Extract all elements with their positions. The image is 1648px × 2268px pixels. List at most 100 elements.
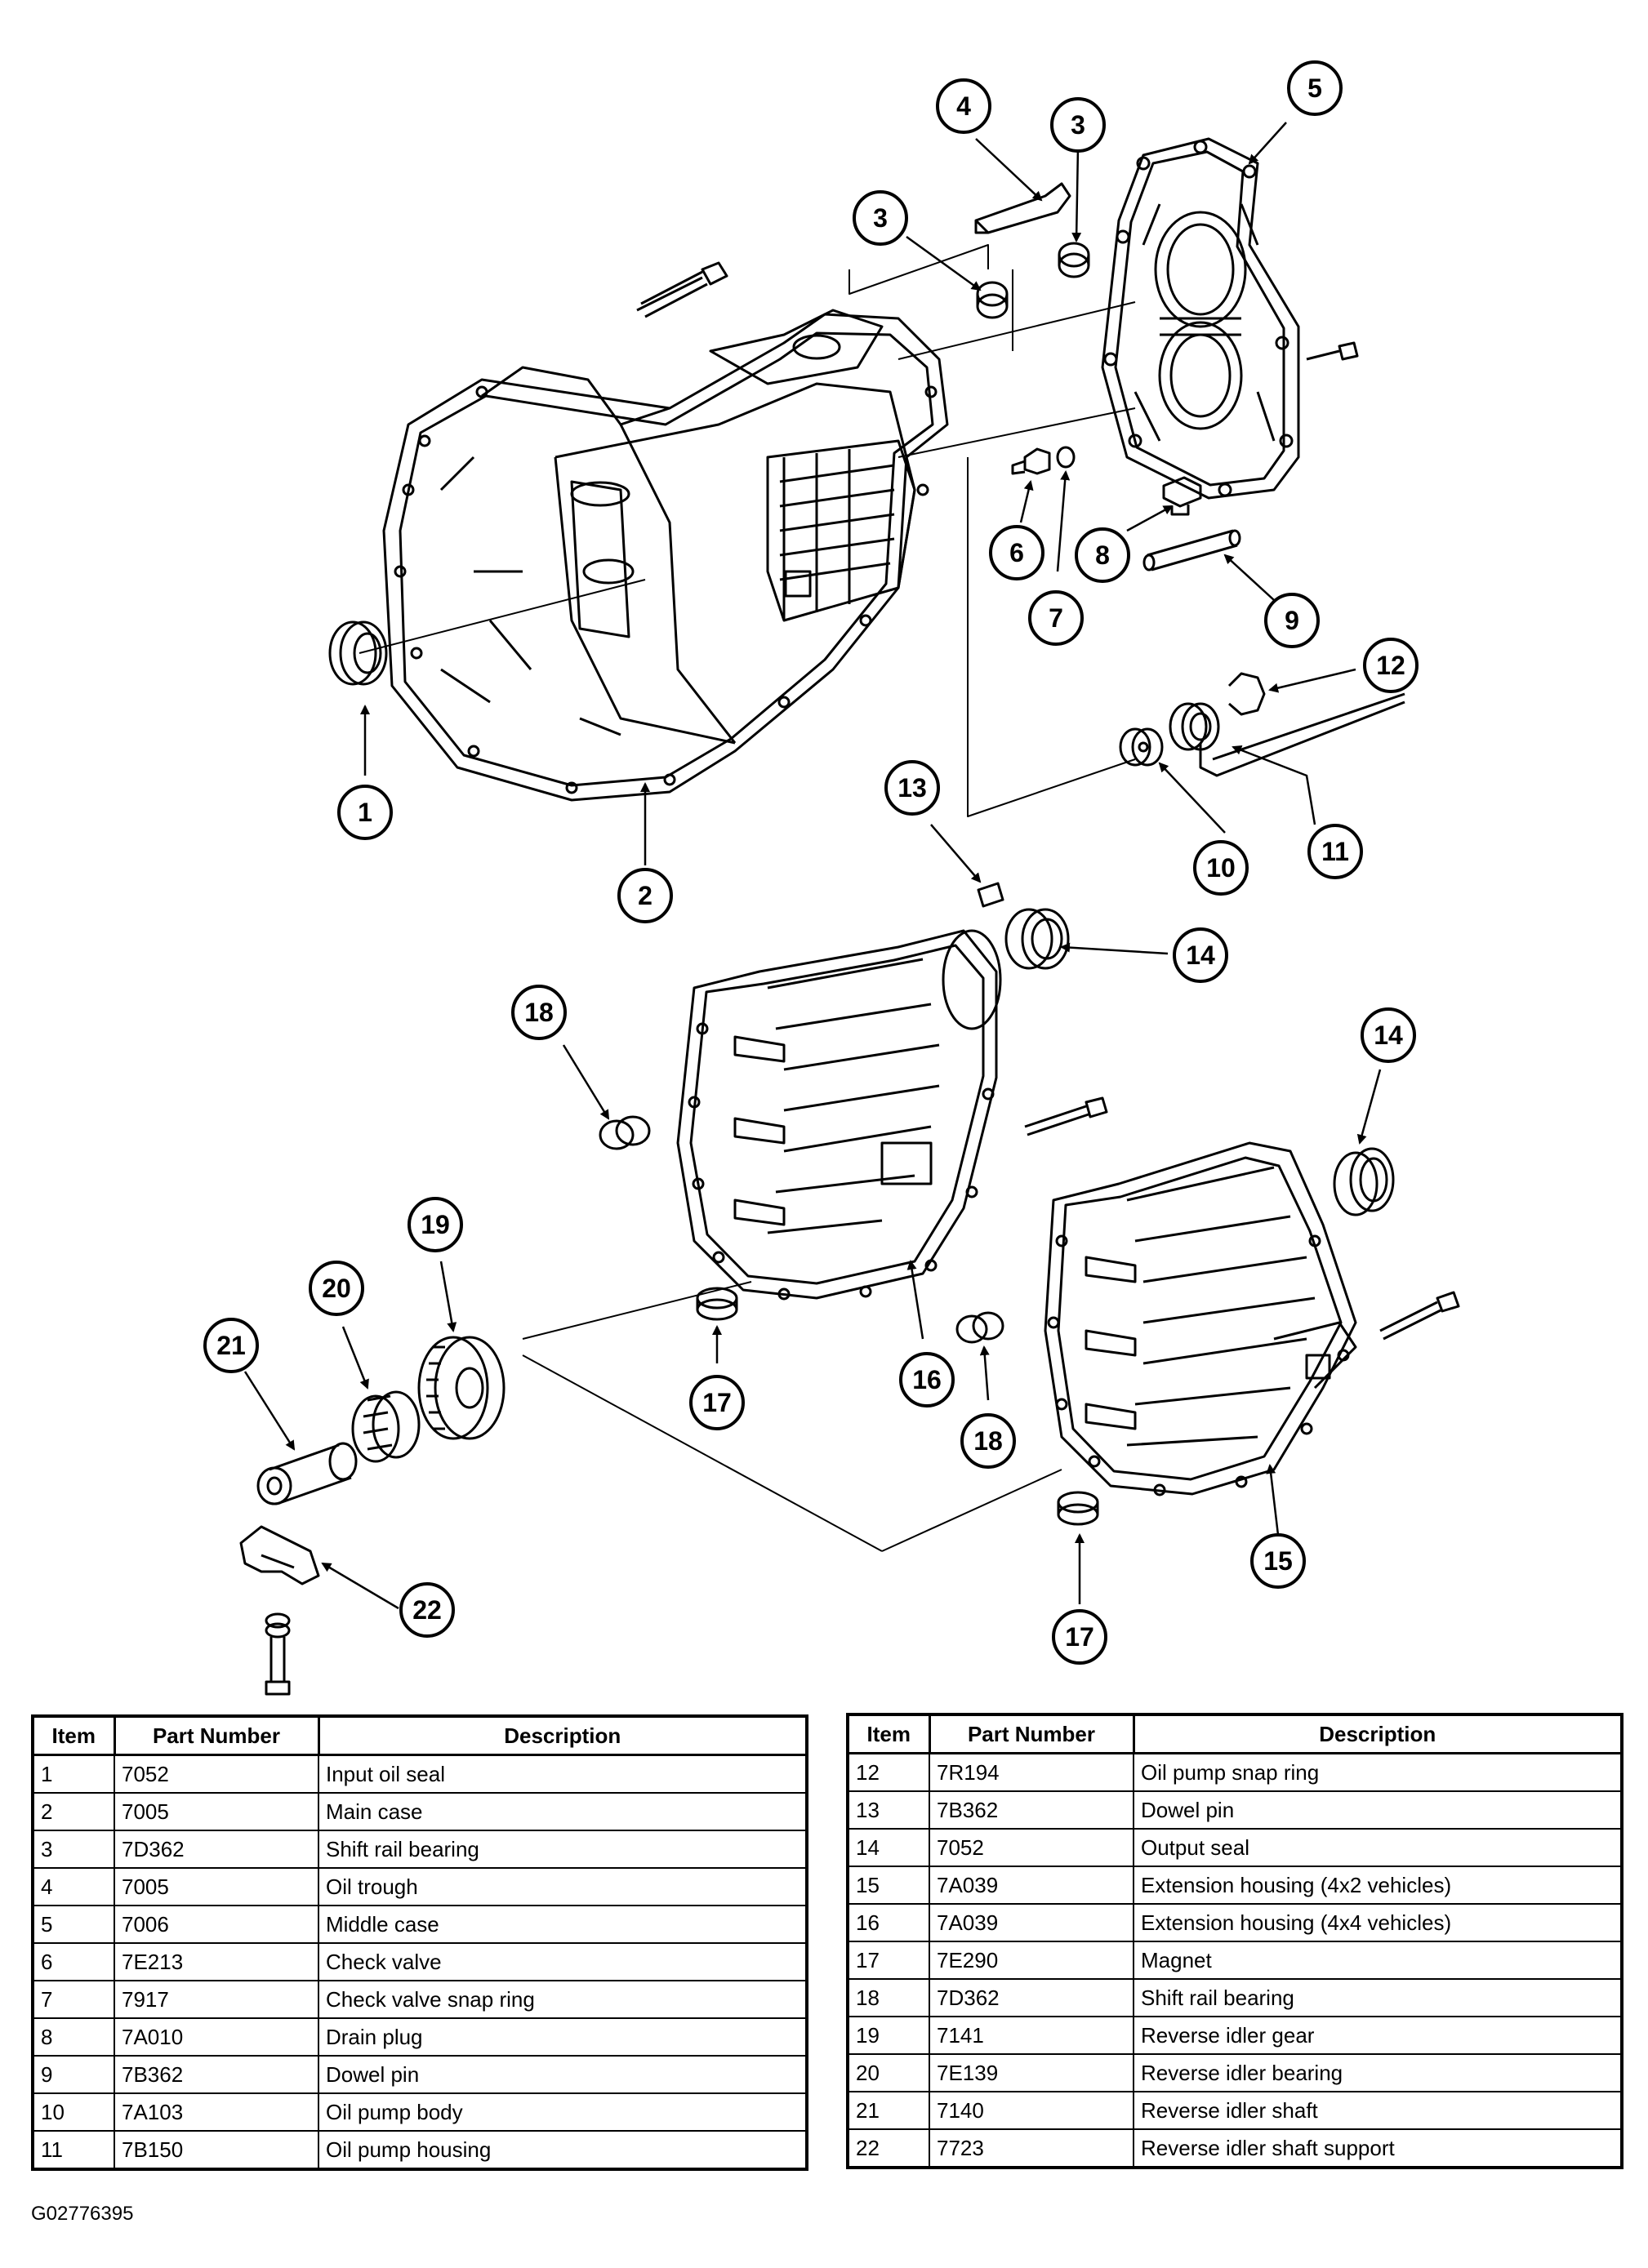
table-header-row: Item Part Number Description — [846, 1713, 1624, 1754]
cell-part: 7140 — [929, 2091, 1134, 2130]
magnet-17b — [1057, 1491, 1099, 1526]
cell-part: 7141 — [929, 2016, 1134, 2055]
cell-desc: Oil pump body — [318, 2092, 808, 2132]
reverse-idler-shaft-support — [239, 1525, 320, 1585]
input-oil-seal — [328, 620, 388, 686]
callout-label: 22 — [412, 1595, 442, 1625]
extension-bolt-16 — [1024, 1096, 1108, 1136]
header-part-number: Part Number — [928, 1713, 1135, 1754]
cell-item: 1 — [32, 1754, 115, 1794]
callout-1: 1 — [337, 785, 393, 840]
cell-part: 7052 — [114, 1754, 319, 1794]
cell-desc: Reverse idler shaft — [1133, 2091, 1623, 2130]
cell-desc: Check valve snap ring — [318, 1980, 808, 2019]
callout-3a: 3 — [853, 190, 908, 246]
callout-4: 4 — [936, 78, 991, 134]
extension-housing-4x2 — [1044, 1141, 1357, 1496]
callout-19: 19 — [408, 1197, 463, 1252]
cell-item: 5 — [32, 1905, 115, 1944]
cell-item: 15 — [847, 1866, 930, 1905]
cell-item: 7 — [32, 1980, 115, 2019]
cell-part: 7723 — [929, 2128, 1134, 2168]
callout-label: 18 — [524, 998, 554, 1027]
check-valve-snap-ring — [1056, 446, 1076, 469]
callout-10: 10 — [1193, 840, 1249, 896]
cell-desc: Magnet — [1133, 1941, 1623, 1980]
cell-part: 7B362 — [114, 2055, 319, 2094]
callout-11: 11 — [1307, 824, 1363, 879]
cell-part: 7E213 — [114, 1942, 319, 1981]
extension-bolt-15 — [1379, 1291, 1460, 1341]
header-item: Item — [846, 1713, 931, 1754]
alignment-lines — [359, 244, 1136, 1552]
callout-3b: 3 — [1050, 97, 1106, 153]
callout-13: 13 — [884, 760, 940, 816]
callout-label: 15 — [1263, 1546, 1293, 1576]
header-description: Description — [1132, 1713, 1624, 1754]
cell-desc: Shift rail bearing — [1133, 1978, 1623, 2017]
cell-part: 7A103 — [114, 2092, 319, 2132]
shift-rail-bearing-a — [976, 281, 1009, 319]
callout-label: 3 — [1071, 110, 1085, 140]
callout-18b: 18 — [960, 1413, 1016, 1469]
cell-desc: Oil pump housing — [318, 2130, 808, 2170]
callout-label: 2 — [638, 881, 653, 910]
output-seal-b — [1333, 1147, 1395, 1216]
callout-12: 12 — [1363, 638, 1419, 693]
callout-label: 17 — [702, 1388, 732, 1417]
cell-part: 7A039 — [929, 1903, 1134, 1942]
oil-pump-snap-ring — [1227, 672, 1266, 716]
cell-part: 7A039 — [929, 1866, 1134, 1905]
cell-item: 13 — [847, 1790, 930, 1830]
cell-part: 7005 — [114, 1867, 319, 1906]
cell-item: 18 — [847, 1978, 930, 2017]
callout-8: 8 — [1075, 527, 1130, 583]
cell-desc: Dowel pin — [1133, 1790, 1623, 1830]
header-item: Item — [31, 1714, 116, 1756]
callout-5: 5 — [1287, 60, 1343, 116]
cell-item: 21 — [847, 2091, 930, 2130]
callout-label: 5 — [1307, 73, 1322, 103]
output-seal-a — [1004, 908, 1070, 970]
cell-desc: Middle case — [318, 1905, 808, 1944]
shift-rail-bearing-18b — [955, 1311, 1004, 1344]
main-case — [382, 309, 949, 802]
callout-label: 18 — [973, 1426, 1003, 1456]
cell-part: 7005 — [114, 1792, 319, 1831]
cell-desc: Output seal — [1133, 1828, 1623, 1867]
cell-desc: Oil trough — [318, 1867, 808, 1906]
callout-22: 22 — [399, 1582, 455, 1638]
header-part-number: Part Number — [113, 1714, 320, 1756]
magnet-17a — [696, 1287, 738, 1321]
cell-item: 19 — [847, 2016, 930, 2055]
callout-6: 6 — [989, 525, 1044, 580]
cell-part: 7917 — [114, 1980, 319, 2019]
callout-label: 16 — [912, 1365, 942, 1394]
callout-label: 20 — [322, 1274, 351, 1303]
callout-7: 7 — [1028, 590, 1084, 646]
callout-16: 16 — [899, 1352, 955, 1407]
cell-item: 2 — [32, 1792, 115, 1831]
callout-21: 21 — [203, 1318, 259, 1373]
cell-item: 4 — [32, 1867, 115, 1906]
callout-arrows — [243, 122, 1382, 1610]
reverse-idler-bearing — [351, 1390, 421, 1463]
oil-pump-housing — [1169, 692, 1405, 777]
drain-plug — [1162, 476, 1202, 516]
cell-item: 9 — [32, 2055, 115, 2094]
